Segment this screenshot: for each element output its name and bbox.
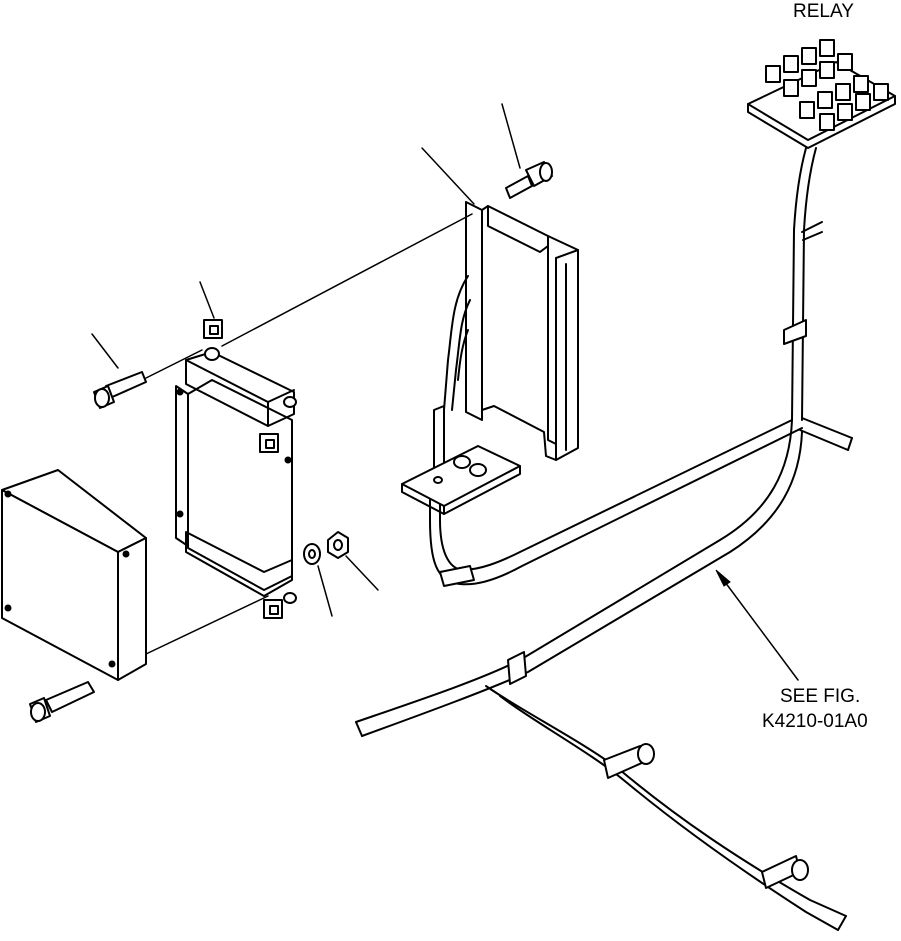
nut-icon (327, 531, 349, 559)
see-fig-leader (715, 569, 799, 681)
see-fig-label-2: K4210-01A0 (762, 711, 868, 732)
controller-unit (401, 201, 579, 515)
leader-line (501, 103, 521, 169)
bolt-icon (93, 371, 147, 409)
alignment-line (221, 213, 473, 347)
cover-box (1, 469, 147, 681)
bolt-icon (29, 681, 95, 723)
relay-cubes (765, 39, 889, 131)
bolt-icon (505, 161, 553, 199)
mounting-bracket (175, 319, 297, 619)
leader-line (421, 147, 475, 205)
run-clamp (507, 651, 527, 685)
trunk-clamp (783, 319, 807, 345)
leader-line (91, 333, 119, 369)
relay-label: RELAY (793, 1, 854, 22)
leader-line (199, 281, 215, 319)
relay-block (747, 39, 896, 149)
alignment-line (145, 349, 203, 379)
wiring-harness (355, 147, 853, 931)
washer-icon (303, 543, 321, 565)
alignment-line (145, 595, 269, 655)
see-fig-label-1: SEE FIG. (780, 686, 860, 707)
leader-line (317, 565, 333, 617)
loop-clamp (439, 565, 475, 587)
leader-line (345, 555, 379, 591)
